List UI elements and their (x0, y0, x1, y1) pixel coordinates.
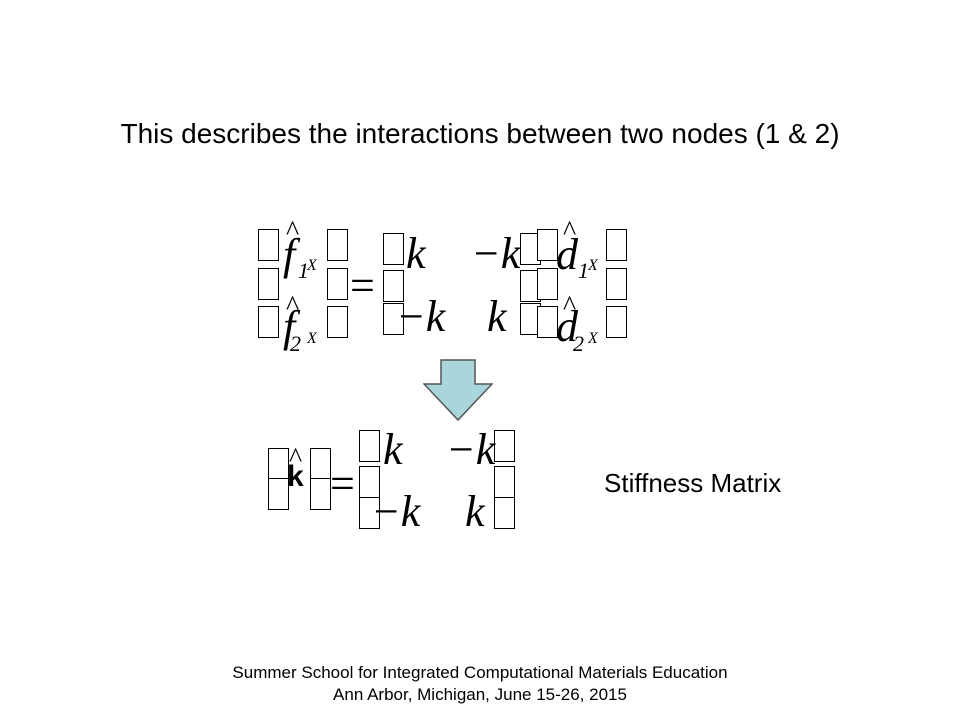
hat-glyph: ^ (286, 216, 300, 247)
bracket-glyph (268, 448, 289, 480)
hat-glyph: ^ (563, 216, 577, 247)
f2-symbol: f (283, 302, 296, 351)
bracket-glyph (383, 233, 404, 265)
bracket-glyph (359, 430, 380, 462)
stiffness-entry-22: k (465, 487, 485, 536)
bracket-glyph (537, 306, 558, 338)
footer-line-1: Summer School for Integrated Computation… (232, 663, 728, 682)
f1-symbol: f (283, 230, 296, 279)
bracket-glyph (327, 229, 348, 261)
f2-subscript: 2 (290, 331, 301, 356)
slide-footer: Summer School for Integrated Computation… (0, 662, 960, 706)
bracket-glyph (606, 268, 627, 300)
down-arrow-icon (423, 359, 493, 422)
bracket-glyph (606, 229, 627, 261)
d2-subscript: 2 (573, 331, 584, 356)
d2-subscript-var: X (588, 330, 598, 347)
bracket-glyph (494, 466, 515, 498)
bracket-glyph (310, 448, 331, 480)
d2-symbol: d (556, 302, 578, 351)
bracket-glyph (383, 270, 404, 302)
bracket-glyph (258, 229, 279, 261)
bracket-glyph (359, 497, 380, 529)
stiffness-entry-21: −k (371, 487, 421, 536)
d1-subscript: 1 (578, 258, 589, 283)
bracket-glyph (310, 478, 331, 510)
bracket-glyph (383, 303, 404, 335)
d1-subscript-var: X (588, 257, 598, 274)
footer-line-2: Ann Arbor, Michigan, June 15-26, 2015 (333, 685, 627, 704)
hat-glyph: ^ (289, 443, 303, 474)
stiffness-entry-11: k (383, 425, 403, 474)
bracket-glyph (258, 306, 279, 338)
f1-subscript-var: X (307, 257, 317, 274)
stiffness-entry-12: −k (446, 425, 496, 474)
equals-sign: = (330, 459, 355, 508)
hat-glyph: ^ (286, 291, 300, 322)
k-hat-symbol: k (287, 460, 304, 493)
matrix-entry-22: k (487, 292, 507, 341)
bracket-glyph (494, 430, 515, 462)
stiffness-matrix-label: Stiffness Matrix (604, 468, 782, 498)
slide-heading: This describes the interactions between … (120, 118, 840, 149)
bracket-glyph (606, 306, 627, 338)
bracket-glyph (258, 268, 279, 300)
hat-glyph: ^ (563, 291, 577, 322)
f1-subscript: 1 (298, 258, 309, 283)
bracket-glyph (494, 497, 515, 529)
bracket-glyph (327, 268, 348, 300)
bracket-glyph (537, 268, 558, 300)
bracket-glyph (327, 306, 348, 338)
matrix-entry-21: −k (396, 292, 446, 341)
bracket-glyph (537, 229, 558, 261)
f2-subscript-var: X (307, 330, 317, 347)
matrix-entry-11: k (406, 229, 426, 278)
d1-symbol: d (556, 230, 578, 279)
bracket-glyph (268, 478, 289, 510)
equals-sign: = (350, 261, 375, 310)
matrix-entry-12: −k (471, 229, 521, 278)
